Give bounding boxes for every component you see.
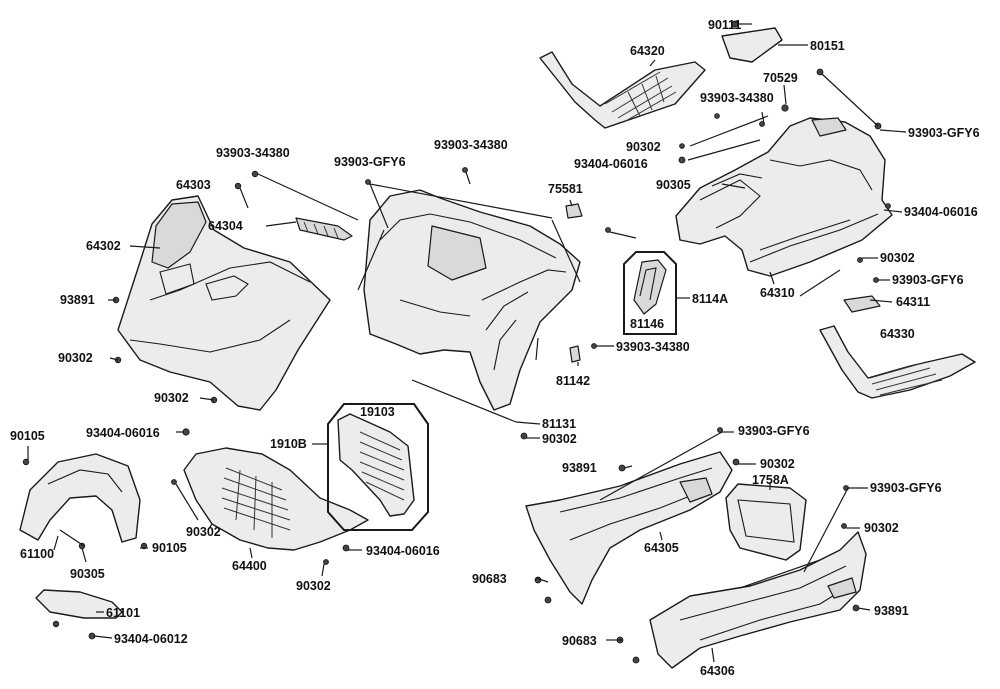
- label-1910B: 1910B: [270, 437, 307, 451]
- side-panel-1758A: [725, 483, 807, 561]
- label-90105-b: 90105: [152, 541, 187, 555]
- label-61101: 61101: [106, 606, 140, 620]
- label-8114A: 8114A: [692, 292, 728, 306]
- label-90111: 90111: [708, 18, 741, 32]
- inner-leg-shield: [363, 189, 581, 411]
- label-64303: 64303: [176, 178, 211, 192]
- label-90302-c: 90302: [58, 351, 93, 365]
- label-90305-a: 90305: [656, 178, 691, 192]
- label-93903-34380-c: 93903-34380: [434, 138, 508, 152]
- label-93891-b: 93891: [562, 461, 597, 475]
- panel-64311: [843, 295, 881, 313]
- label-81146: 81146: [630, 317, 664, 331]
- label-64311: 64311: [896, 295, 930, 309]
- floor-mat-64320: [539, 51, 706, 129]
- label-64400: 64400: [232, 559, 267, 573]
- label-90105-a: 90105: [10, 429, 45, 443]
- floor-panel-64310: [675, 117, 893, 277]
- front-shield-64302: [117, 195, 331, 411]
- label-64310: 64310: [760, 286, 795, 300]
- label-70529: 70529: [763, 71, 798, 85]
- label-90302-i: 90302: [296, 579, 331, 593]
- side-cover-64306: [649, 531, 867, 669]
- label-90305-b: 90305: [70, 567, 105, 581]
- label-81131: 81131: [542, 417, 576, 431]
- floor-mat-64330: [819, 325, 976, 399]
- callout-box-8114A: [623, 251, 677, 335]
- label-90302-b: 90302: [880, 251, 915, 265]
- label-93404-06016-c: 93404-06016: [86, 426, 160, 440]
- label-64305: 64305: [644, 541, 679, 555]
- grille-19103: [337, 413, 415, 517]
- label-64320: 64320: [630, 44, 665, 58]
- label-90302-d: 90302: [154, 391, 189, 405]
- side-cover-64305: [525, 451, 733, 605]
- label-93404-06016-d: 93404-06016: [366, 544, 440, 558]
- label-93891-a: 93891: [60, 293, 95, 307]
- label-93891-c: 93891: [874, 604, 909, 618]
- clip-75581: [565, 203, 583, 219]
- trim-strip-64304: [295, 217, 353, 241]
- leader-lines: [27, 23, 907, 663]
- label-90683-b: 90683: [562, 634, 597, 648]
- label-93903-gfy6-c: 93903-GFY6: [892, 273, 964, 287]
- label-75581: 75581: [548, 182, 583, 196]
- callout-box-1910B: [327, 403, 429, 531]
- label-64330: 64330: [880, 327, 915, 341]
- lower-cover-64400: [183, 447, 369, 551]
- fasteners: [22, 68, 891, 664]
- label-90302-a: 90302: [626, 140, 661, 154]
- label-64306: 64306: [700, 664, 735, 678]
- label-90302-f: 90302: [760, 457, 795, 471]
- label-64304: 64304: [208, 219, 243, 233]
- label-1758A: 1758A: [752, 473, 789, 487]
- label-93404-06016-b: 93404-06016: [904, 205, 978, 219]
- label-81142: 81142: [556, 374, 590, 388]
- label-93903-gfy6-a: 93903-GFY6: [908, 126, 980, 140]
- bracket-81142: [569, 345, 581, 363]
- label-93404-06016-a: 93404-06016: [574, 157, 648, 171]
- label-80151: 80151: [810, 39, 845, 53]
- label-93903-34380-a: 93903-34380: [700, 91, 774, 105]
- label-90683-a: 90683: [472, 572, 507, 586]
- label-61100: 61100: [20, 547, 54, 561]
- label-19103: 19103: [360, 405, 395, 419]
- label-93903-34380-d: 93903-34380: [616, 340, 690, 354]
- front-fender-61100: [19, 453, 141, 543]
- label-93903-34380-b: 93903-34380: [216, 146, 290, 160]
- label-93903-gfy6-d: 93903-GFY6: [738, 424, 810, 438]
- label-93903-gfy6-e: 93903-GFY6: [870, 481, 942, 495]
- label-93404-06012: 93404-06012: [114, 632, 188, 646]
- fender-trim-61101: [35, 589, 123, 619]
- label-90302-h: 90302: [186, 525, 221, 539]
- bracket-81146: [633, 259, 667, 315]
- label-64302: 64302: [86, 239, 121, 253]
- label-90302-e: 90302: [542, 432, 577, 446]
- label-93903-gfy6-b: 93903-GFY6: [334, 155, 406, 169]
- label-90302-g: 90302: [864, 521, 899, 535]
